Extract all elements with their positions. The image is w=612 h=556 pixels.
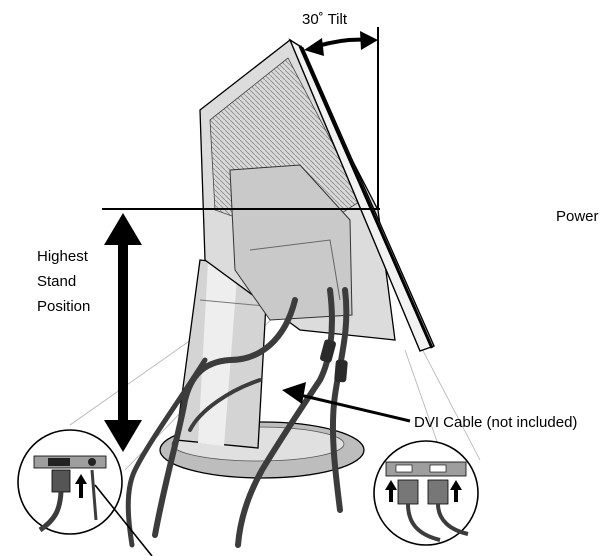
height-double-arrow <box>104 213 142 452</box>
power-connector-inset <box>17 429 123 535</box>
arrow-up-icon <box>75 474 87 498</box>
highest-stand-position-label: Highest Stand Position <box>37 244 90 319</box>
arrow-up-icon <box>385 480 397 502</box>
dvi-pointer-arrow <box>282 382 411 423</box>
highest-stand-position-line-2: Stand <box>37 273 77 290</box>
dvi-cable-label: DVI Cable (not included) <box>414 414 578 431</box>
monitor-bezel <box>288 38 435 352</box>
power-callout-line <box>94 484 153 556</box>
video-connector-inset <box>373 440 479 546</box>
arrow-up-icon <box>450 480 462 502</box>
highest-stand-position-line-3: Position <box>37 298 91 315</box>
cable-ferrites <box>320 339 348 383</box>
double-arrow-icon <box>304 31 378 56</box>
stand-column <box>175 259 269 449</box>
tilt-label: 30˚ Tilt <box>302 11 348 28</box>
power-label: Power <box>556 208 599 225</box>
highest-stand-position-line-1: Highest <box>37 248 88 265</box>
monitor-back <box>199 39 396 341</box>
